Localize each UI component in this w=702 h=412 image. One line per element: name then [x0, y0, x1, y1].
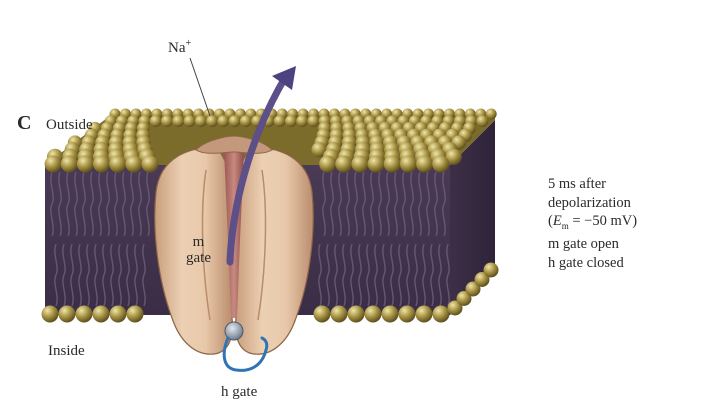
lipid-head [382, 306, 399, 323]
m-gate-line-1: m [186, 234, 211, 250]
lipid-head [125, 156, 142, 173]
lipid-head [45, 156, 62, 173]
lipid-head [307, 115, 319, 127]
outside-label: Outside [46, 117, 93, 134]
state-description: 5 ms after depolarization (Em = −50 mV) … [548, 175, 637, 272]
lipid-head [274, 115, 286, 127]
desc-line-m-gate: m gate open [548, 235, 637, 254]
lipid-head [365, 306, 382, 323]
lipid-head [127, 306, 144, 323]
lipid-head [433, 306, 450, 323]
lipid-head [319, 156, 336, 173]
lipid-head [476, 115, 488, 127]
sodium-channel [155, 136, 313, 370]
sodium-ion-label: Na+ [168, 38, 191, 57]
ion-symbol: Na [168, 40, 186, 56]
m-gate-line-2: gate [186, 250, 211, 266]
desc-line-event: depolarization [548, 194, 637, 213]
lipid-head [400, 156, 417, 173]
lipid-head [432, 156, 449, 173]
lipid-head [42, 306, 59, 323]
lipid-head [110, 306, 127, 323]
lipid-head [296, 115, 308, 127]
lipid-head [195, 115, 207, 127]
lipid-head [351, 156, 368, 173]
lipid-head [76, 306, 93, 323]
ion-charge: + [186, 38, 192, 49]
desc-line-time: 5 ms after [548, 175, 637, 194]
lipid-head [285, 115, 297, 127]
panel-letter: C [17, 112, 31, 135]
lipid-head [348, 306, 365, 323]
channel-right-subunit [236, 148, 314, 354]
lipid-head [172, 115, 184, 127]
lipid-head [61, 156, 78, 173]
lipid-head [229, 115, 241, 127]
lipid-head [335, 156, 352, 173]
lipid-head [217, 115, 229, 127]
lipid-head [93, 306, 110, 323]
lipid-head [206, 115, 218, 127]
lipid-head [416, 306, 433, 323]
lipid-head [59, 306, 76, 323]
lipid-head [184, 115, 196, 127]
lipid-head [416, 156, 433, 173]
lipid-head [150, 115, 162, 127]
lipid-head [484, 263, 499, 278]
lipid-head [331, 306, 348, 323]
lipid-head [240, 115, 252, 127]
lipid-head [314, 306, 331, 323]
lipid-head [399, 306, 416, 323]
h-gate-label: h gate [221, 384, 257, 401]
lipid-head [93, 156, 110, 173]
desc-line-h-gate: h gate closed [548, 254, 637, 273]
lipid-head [109, 156, 126, 173]
lipid-head [77, 156, 94, 173]
lipid-head [141, 156, 158, 173]
m-gate-label: m gate [186, 234, 211, 266]
inside-label: Inside [48, 343, 85, 360]
lipid-head [486, 109, 497, 120]
lipid-head [161, 115, 173, 127]
na-leader-line [190, 58, 210, 116]
desc-line-potential: (Em = −50 mV) [548, 212, 637, 235]
lipid-head [384, 156, 401, 173]
lipid-head [368, 156, 385, 173]
